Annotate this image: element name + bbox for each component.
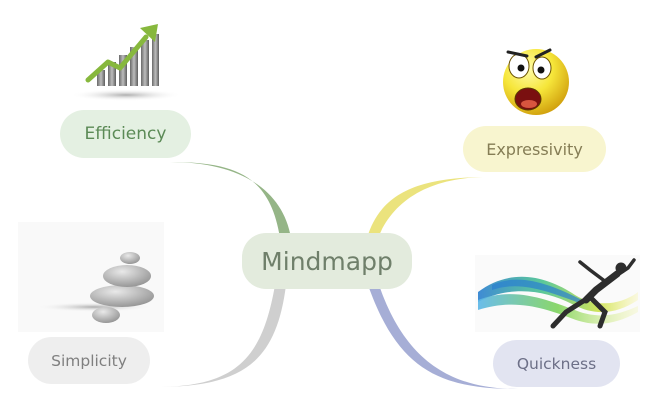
branch-node-efficiency[interactable]: Efficiency	[60, 110, 191, 158]
sprinter-icon	[475, 255, 640, 332]
branch-node-expressivity[interactable]: Expressivity	[463, 126, 606, 172]
branch-label-efficiency: Efficiency	[84, 124, 167, 144]
branch-label-simplicity: Simplicity	[51, 351, 127, 370]
branch-label-expressivity: Expressivity	[486, 139, 583, 159]
connector-expressivity	[367, 177, 488, 238]
branch-node-quickness[interactable]: Quickness	[493, 340, 620, 387]
stacked-stones-icon	[18, 222, 164, 332]
surprised-smiley-icon	[503, 48, 569, 115]
connector-quickness	[368, 285, 518, 389]
branch-label-quickness: Quickness	[516, 354, 597, 373]
growth-chart-icon	[70, 24, 182, 101]
connector-efficiency	[170, 162, 291, 238]
connector-simplicity	[155, 285, 286, 387]
central-topic-label: Mindmapp	[261, 246, 393, 276]
branch-node-simplicity[interactable]: Simplicity	[28, 337, 150, 384]
central-topic[interactable]: Mindmapp	[242, 233, 412, 289]
